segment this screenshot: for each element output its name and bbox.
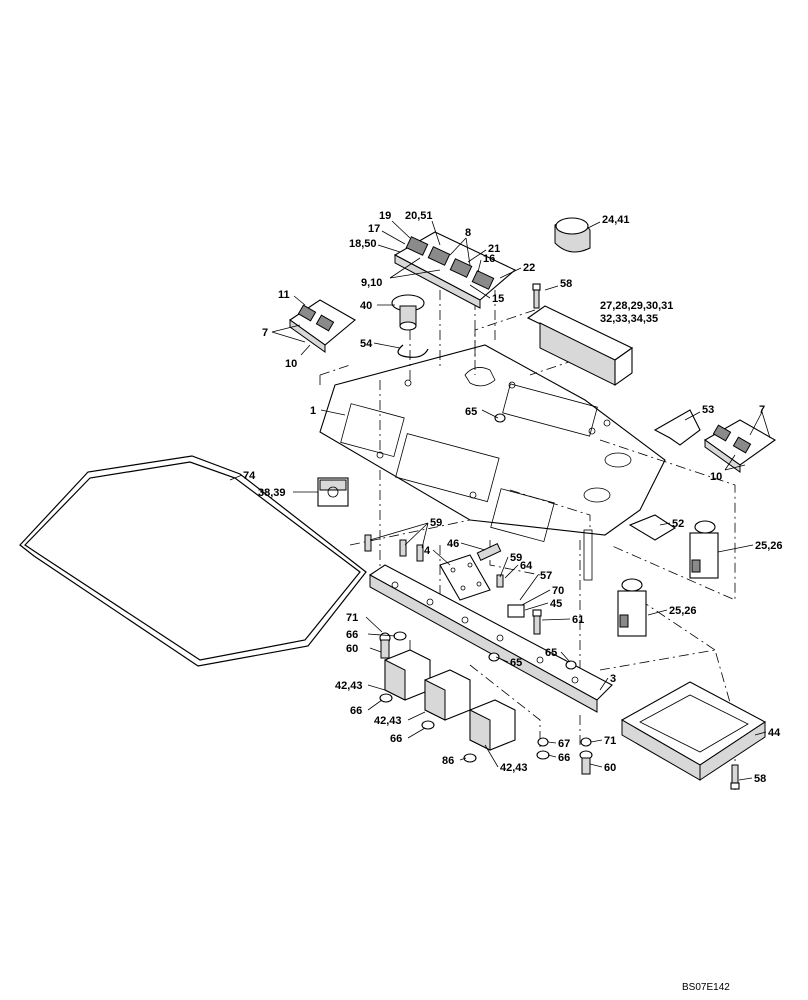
callout-15: 15 bbox=[492, 293, 504, 305]
tray-44 bbox=[620, 681, 767, 781]
callout-65-top: 65 bbox=[465, 406, 477, 418]
callout-9-10: 9,10 bbox=[361, 277, 382, 289]
switch-block-left bbox=[289, 299, 356, 353]
callout-3: 3 bbox=[610, 673, 616, 685]
callout-19: 19 bbox=[379, 210, 391, 222]
callout-58-top: 58 bbox=[560, 278, 572, 290]
callout-67: 67 bbox=[558, 738, 570, 750]
fasteners-bottom bbox=[379, 413, 593, 775]
plate-4 bbox=[439, 554, 491, 601]
cap-part bbox=[554, 217, 591, 253]
callout-10-left: 10 bbox=[285, 358, 297, 370]
callout-59-b: 59 bbox=[510, 552, 522, 564]
callout-59-a: 59 bbox=[430, 517, 442, 529]
callout-54: 54 bbox=[360, 338, 373, 350]
callout-66-c: 66 bbox=[390, 733, 402, 745]
callout-66-a: 66 bbox=[346, 629, 358, 641]
valve-b bbox=[617, 578, 647, 637]
valve-a bbox=[689, 520, 719, 579]
callout-65-mid: 65 bbox=[510, 657, 522, 669]
callout-20-51: 20,51 bbox=[405, 210, 433, 222]
bolt-61 bbox=[532, 609, 542, 635]
callout-57: 57 bbox=[540, 570, 552, 582]
drawing-code: BS07E142 bbox=[682, 982, 730, 993]
callout-71-right: 71 bbox=[604, 735, 616, 747]
callout-25-26-a: 25,26 bbox=[755, 540, 783, 552]
callout-58-bottom: 58 bbox=[754, 773, 766, 785]
bolt-bottom bbox=[730, 764, 740, 790]
callout-4: 4 bbox=[424, 545, 431, 557]
callout-1: 1 bbox=[310, 405, 316, 417]
callout-leaders bbox=[229, 220, 771, 781]
callout-42-43-c: 42,43 bbox=[500, 762, 528, 774]
callout-42-43-b: 42,43 bbox=[374, 715, 402, 727]
relay-b bbox=[424, 669, 471, 721]
callout-66-b: 66 bbox=[350, 705, 362, 717]
callout-74: 74 bbox=[243, 470, 256, 482]
connector-part bbox=[317, 477, 349, 507]
callout-8: 8 bbox=[465, 227, 471, 239]
knob-part bbox=[391, 294, 425, 331]
callout-70: 70 bbox=[552, 585, 564, 597]
callout-18-50: 18,50 bbox=[349, 238, 377, 250]
callout-11: 11 bbox=[278, 289, 290, 301]
clip-ring bbox=[397, 344, 429, 358]
callout-16: 16 bbox=[483, 253, 495, 265]
callout-17: 17 bbox=[368, 223, 380, 235]
callout-27-31: 27,28,29,30,31 bbox=[600, 300, 673, 312]
callout-24-41: 24,41 bbox=[602, 214, 630, 226]
screws-59 bbox=[364, 534, 504, 588]
callout-32-35: 32,33,34,35 bbox=[600, 313, 658, 325]
callout-22: 22 bbox=[523, 262, 535, 274]
callout-65-right: 65 bbox=[545, 647, 557, 659]
callout-61: 61 bbox=[572, 614, 584, 626]
callout-42-43-a: 42,43 bbox=[335, 680, 363, 692]
callout-46: 46 bbox=[447, 538, 459, 550]
switch-block-top bbox=[393, 231, 517, 309]
callout-64: 64 bbox=[520, 560, 533, 572]
callout-86: 86 bbox=[442, 755, 454, 767]
module-box bbox=[526, 305, 634, 387]
bracket-52 bbox=[628, 514, 677, 541]
bracket-53 bbox=[653, 409, 701, 446]
leader-lines bbox=[319, 290, 736, 790]
callout-38-39: 38,39 bbox=[258, 487, 286, 499]
callout-7-left: 7 bbox=[262, 327, 268, 339]
sensor-46 bbox=[476, 543, 502, 561]
callout-60-right: 60 bbox=[604, 762, 616, 774]
callout-44: 44 bbox=[768, 727, 781, 739]
switch-block-right bbox=[703, 419, 777, 473]
callout-60-left: 60 bbox=[346, 643, 358, 655]
callout-45: 45 bbox=[550, 598, 562, 610]
shaft bbox=[583, 529, 593, 581]
callout-52: 52 bbox=[672, 518, 684, 530]
relay-c bbox=[469, 699, 516, 751]
callout-25-26-b: 25,26 bbox=[669, 605, 697, 617]
bolt-top bbox=[532, 283, 541, 309]
callout-53: 53 bbox=[702, 404, 714, 416]
panel-plate bbox=[319, 344, 666, 543]
callout-21: 21 bbox=[488, 243, 500, 255]
callout-71-left: 71 bbox=[346, 612, 358, 624]
switch-45 bbox=[507, 604, 525, 618]
callout-40: 40 bbox=[360, 300, 372, 312]
callout-7-right: 7 bbox=[759, 404, 765, 416]
mounting-bracket bbox=[368, 564, 613, 713]
callout-10-right: 10 bbox=[710, 471, 722, 483]
relay-a bbox=[384, 649, 431, 701]
callout-labels: 19 20,51 17 8 18,50 21 16 9,10 22 15 24,… bbox=[243, 210, 783, 785]
callout-66-d: 66 bbox=[558, 752, 570, 764]
cable-loop bbox=[19, 455, 367, 667]
